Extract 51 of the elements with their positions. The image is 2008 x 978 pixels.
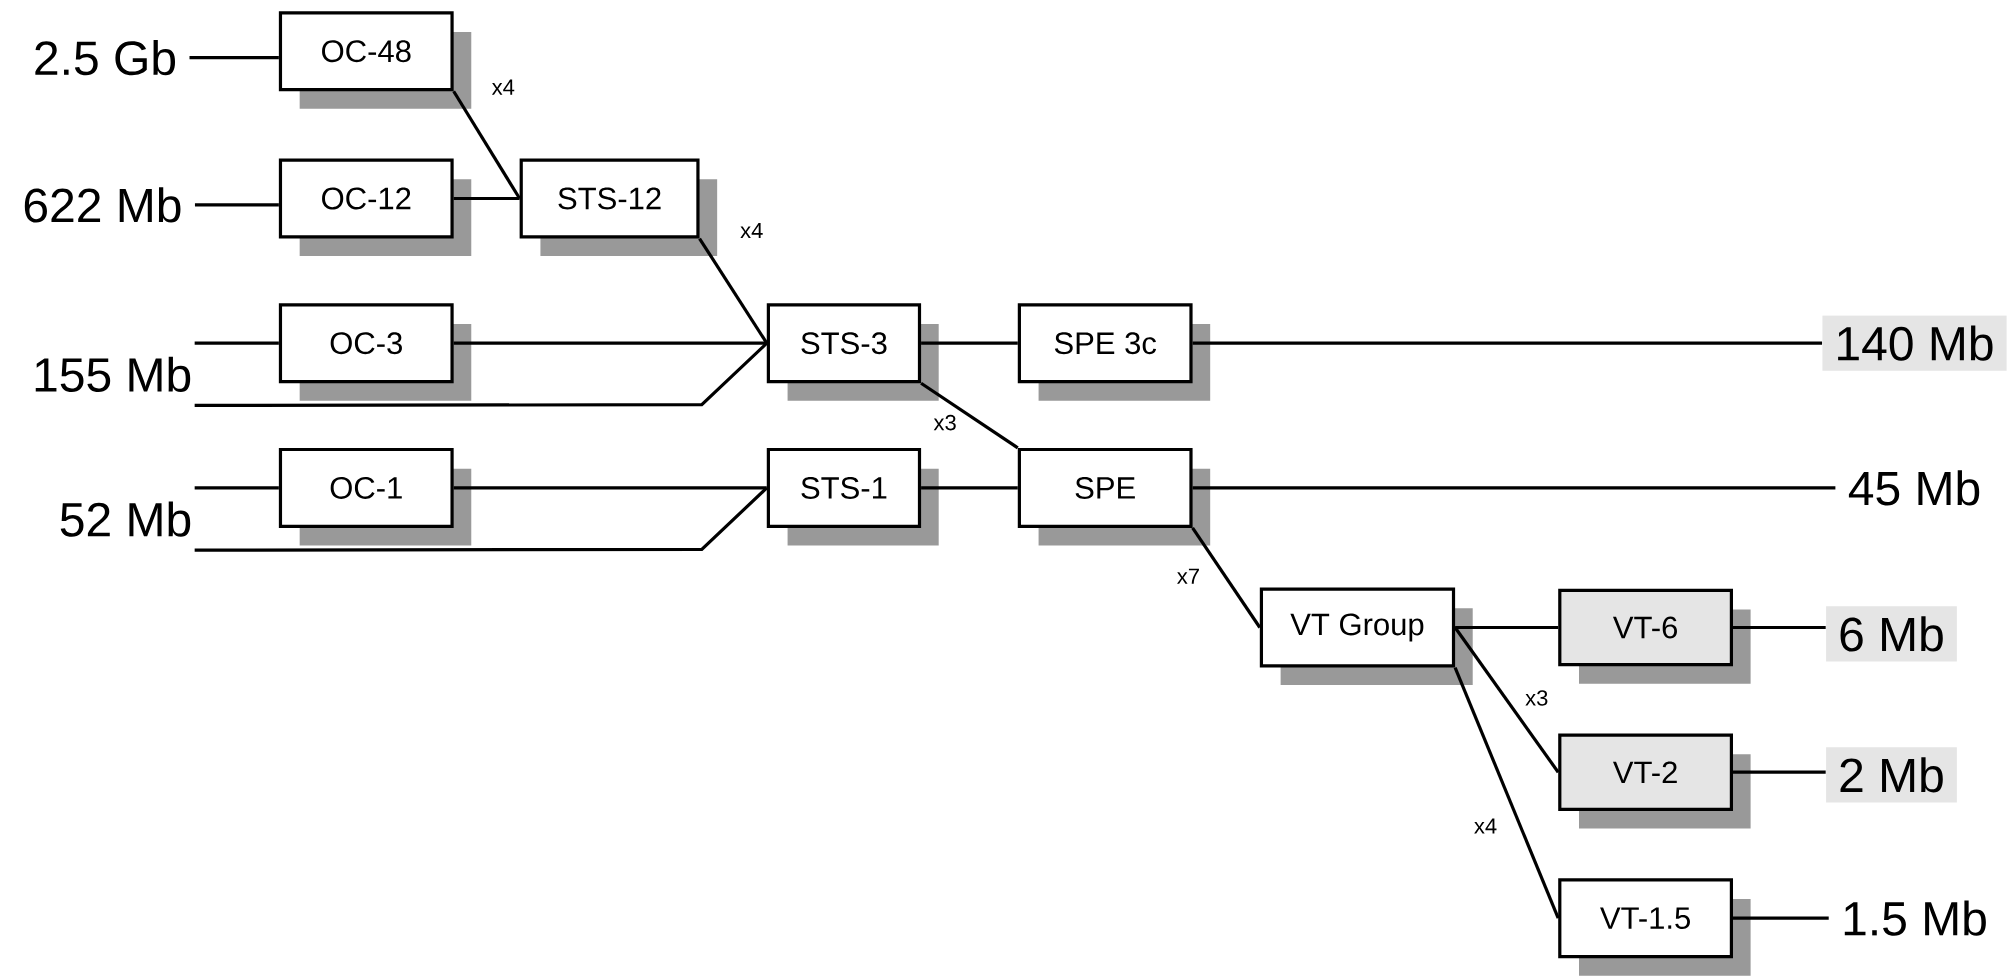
connector-line xyxy=(1453,666,1560,919)
edge-label: x3 xyxy=(1523,687,1551,708)
connector-line xyxy=(194,341,279,345)
connector-line xyxy=(1191,526,1262,629)
connector-line xyxy=(194,486,279,490)
rate-label: 1.5 Mb xyxy=(1829,890,2000,946)
process-box: SPE 3c xyxy=(1017,303,1211,401)
process-box: OC-48 xyxy=(278,11,472,109)
connector-line xyxy=(1192,341,1823,345)
connector-line xyxy=(1453,626,1560,773)
rate-label: 6 Mb xyxy=(1826,606,1957,662)
edge-label: x7 xyxy=(1174,566,1203,586)
process-box: VT-2 xyxy=(1558,733,1751,829)
connector-line xyxy=(1733,916,1829,920)
edge-label: x4 xyxy=(489,77,517,97)
connector-line xyxy=(194,341,768,407)
connector-line xyxy=(189,55,279,60)
connector-line xyxy=(1733,625,1826,629)
process-box: STS-1 xyxy=(766,447,939,546)
connector-line xyxy=(1733,770,1826,774)
connector-line xyxy=(453,196,520,200)
connector-line xyxy=(1455,625,1559,629)
connector-line xyxy=(453,341,767,345)
process-box: OC-3 xyxy=(278,303,472,401)
process-box: STS-12 xyxy=(519,158,718,256)
edge-label: x3 xyxy=(931,412,959,433)
edge-label: x4 xyxy=(1471,816,1500,836)
connector-line xyxy=(698,237,769,344)
rate-label: 155 Mb xyxy=(35,356,191,392)
connector-line xyxy=(194,203,279,207)
connector-line xyxy=(194,486,768,552)
edge-label: x4 xyxy=(738,220,766,240)
rate-label: 52 Mb xyxy=(60,501,191,537)
process-box: SPE xyxy=(1017,447,1211,546)
rate-label: 2.5 Gb xyxy=(20,29,190,86)
rate-label: 140 Mb xyxy=(1822,315,2007,371)
connector-line xyxy=(1192,486,1836,490)
process-box: OC-1 xyxy=(278,447,472,546)
process-box: VT-6 xyxy=(1558,588,1751,684)
process-box: STS-3 xyxy=(766,303,939,401)
process-box: VT-1.5 xyxy=(1558,878,1751,976)
rate-label: 45 Mb xyxy=(1835,460,1994,516)
connector-line xyxy=(921,486,1018,490)
rate-label: 2 Mb xyxy=(1826,746,1957,803)
process-box: VT Group xyxy=(1259,587,1473,685)
process-box: OC-12 xyxy=(278,158,472,256)
connector-line xyxy=(920,381,1019,450)
connector-line xyxy=(452,90,521,200)
connector-line xyxy=(921,341,1018,345)
rate-label: 622 Mb xyxy=(10,177,195,233)
connector-line xyxy=(453,486,767,490)
